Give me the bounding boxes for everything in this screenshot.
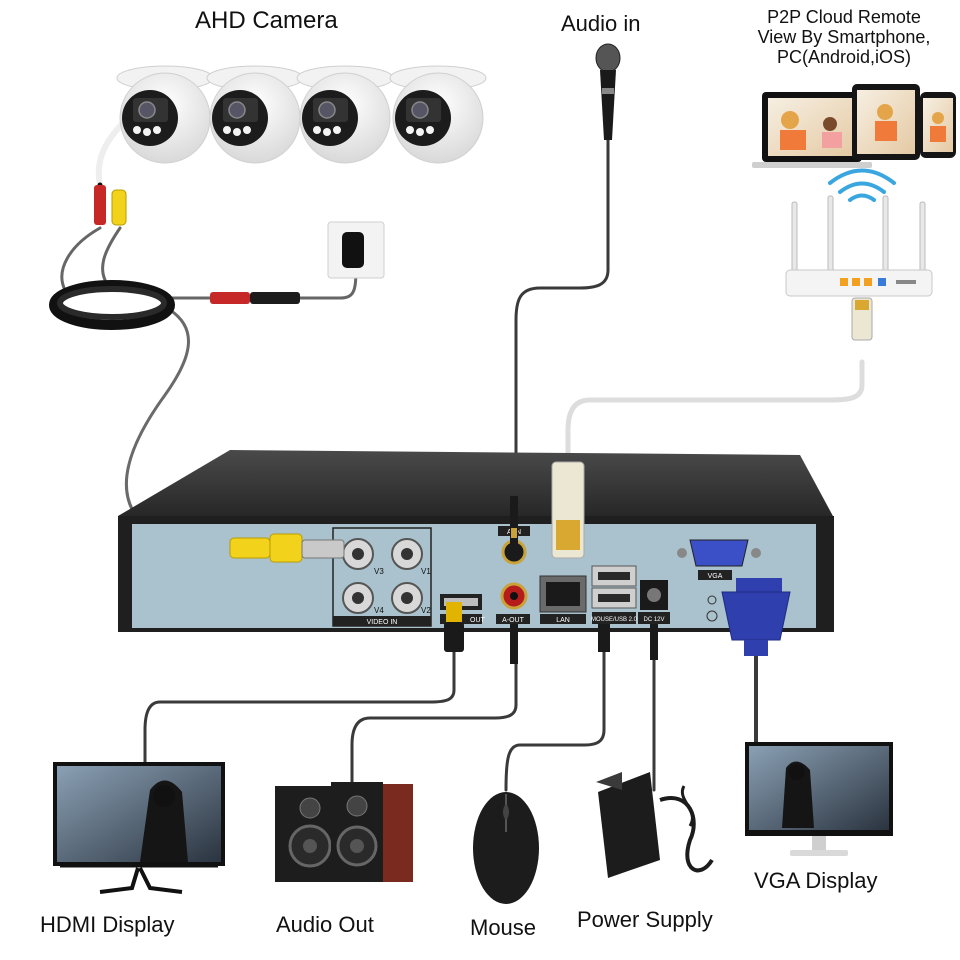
label-hdmi-display: HDMI Display (40, 912, 175, 937)
mouse-cable (504, 650, 606, 792)
dc-power-port[interactable]: DC 12V (638, 580, 670, 660)
wall-outlet (327, 221, 385, 279)
bnc-port[interactable] (342, 582, 374, 614)
mic-cable (514, 138, 610, 502)
port-label-v2: V2 (421, 606, 431, 615)
dome-camera (206, 65, 304, 164)
hdmi-cable (143, 648, 456, 767)
rj45-plug (551, 461, 585, 559)
label-ahd-camera: AHD Camera (195, 7, 338, 34)
dome-camera (116, 65, 214, 164)
vga-monitor (745, 742, 893, 856)
mouse-icon (473, 792, 539, 904)
hdmi-monitor (53, 762, 225, 894)
audio-out-cable (350, 630, 518, 784)
dome-camera (389, 65, 487, 164)
dvr-unit: V3 V1 V4 V2 VIDEO IN OUT A-IN (118, 450, 834, 664)
power-adapter-icon (596, 772, 714, 878)
vga-plug (721, 578, 791, 656)
label-audio-in: Audio in (561, 11, 641, 36)
bundle-lead-right (101, 226, 122, 290)
lan-cable (565, 359, 865, 465)
label-cloud-line1: P2P Cloud Remote (767, 7, 921, 27)
microphone-icon (595, 43, 621, 140)
port-label-audio-out: A-OUT (502, 617, 525, 624)
port-label-hdmi: OUT (470, 617, 486, 624)
cables (60, 115, 865, 792)
port-label-usb: MOUSE/USB 2.0 (591, 617, 638, 623)
dome-camera (296, 65, 394, 164)
bnc-port[interactable] (391, 538, 423, 570)
label-audio-out: Audio Out (276, 912, 374, 937)
label-mouse: Mouse (470, 915, 537, 940)
laptop-icon (752, 92, 872, 168)
port-label-video-in: VIDEO IN (367, 619, 398, 626)
label-power-supply: Power Supply (577, 907, 713, 932)
port-label-v1: V1 (421, 567, 431, 576)
port-label-dc: DC 12V (643, 617, 664, 623)
label-cloud-line2: View By Smartphone, (757, 27, 931, 47)
lan-port[interactable]: LAN (539, 575, 587, 624)
label-vga-display: VGA Display (754, 868, 878, 893)
label-cloud-remote: P2P Cloud Remote View By Smartphone, PC(… (734, 7, 954, 67)
smartphone-icon (920, 92, 956, 158)
bnc-plug (229, 533, 345, 563)
port-label-v3: V3 (374, 567, 384, 576)
vga-port[interactable]: VGA (677, 539, 761, 622)
router-icon (785, 195, 933, 297)
wifi-icon (828, 168, 896, 202)
camera-group (116, 65, 487, 164)
port-label-lan: LAN (556, 617, 570, 624)
rj45-plug (851, 297, 873, 341)
remote-devices (752, 84, 956, 341)
port-label-vga: VGA (708, 573, 723, 580)
bundle-lead-left (60, 226, 102, 292)
usb-port[interactable]: MOUSE/USB 2.0 (591, 565, 638, 652)
tablet-icon (852, 84, 920, 160)
audio-in-port[interactable]: A-IN (498, 496, 530, 565)
speakers (275, 782, 413, 882)
label-cloud-line3: PC(Android,iOS) (776, 47, 912, 67)
bnc-port[interactable] (391, 582, 423, 614)
audio-out-port[interactable]: A-OUT (496, 582, 530, 664)
hdmi-plug (444, 602, 464, 652)
video-in-block: V3 V1 V4 V2 VIDEO IN (332, 527, 432, 627)
bnc-port[interactable] (342, 538, 374, 570)
port-label-v4: V4 (374, 606, 384, 615)
cable-bundle (49, 280, 300, 330)
camera-connectors (94, 185, 127, 226)
